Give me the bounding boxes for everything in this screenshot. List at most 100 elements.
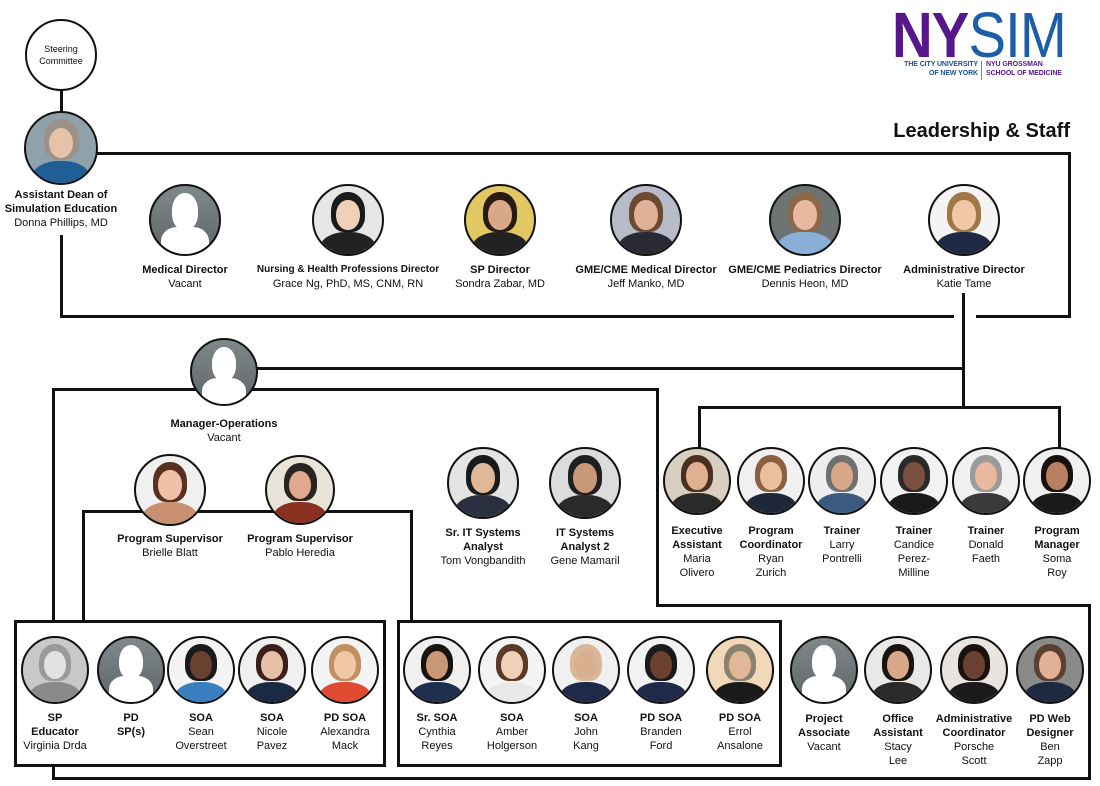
person-name: Errol Ansalone [717,726,763,752]
avatar-photo [552,636,620,704]
shoulders-shape [634,681,688,702]
role-title: SP Director [470,264,530,276]
shoulders-shape [815,492,869,513]
avatar-photo [808,447,876,515]
shoulders-shape [32,160,90,183]
shoulders-shape [947,681,1001,702]
role-title: SP Educator [31,712,79,738]
face-shape [760,462,782,490]
logo-ny: NY [892,0,969,71]
role-title: Program Supervisor [247,533,353,545]
face-shape [336,200,360,230]
face-shape [1046,462,1068,490]
connector-operations-link [256,367,965,370]
shoulders-shape [936,232,992,254]
face-shape [49,127,73,158]
person-name: Candice Perez- Milline [893,539,935,579]
node-pd-sps: PD SP(s) [97,636,165,738]
avatar-photo [265,455,335,525]
connector-leadership-top [97,152,1071,155]
role-title: SOA [500,712,524,724]
role-title: PD SOA [639,712,683,724]
avatar-photo [312,184,384,256]
avatar-photo [706,636,774,704]
avatar-photo [880,447,948,515]
person-name: Brielle Blatt [142,547,198,559]
avatar-photo [403,636,471,704]
avatar-photo [1023,447,1091,515]
logo-divider [981,61,982,80]
avatar-photo [134,454,206,526]
logo-sim: SIM [968,0,1066,71]
face-shape [831,462,853,490]
connector-admin-bar [698,406,1061,409]
connector-leadership-left [60,235,63,318]
logo-cuny-text: THE CITY UNIVERSITY OF NEW YORK [904,61,978,77]
nysim-logo: NYSIM THE CITY UNIVERSITY OF NEW YORK NY… [892,3,1082,88]
connector-admin-director-down [962,293,965,409]
role-title: Administrative Director [903,264,1025,276]
shoulders-shape [455,495,511,517]
logo-wordmark: NYSIM [892,3,1067,67]
face-shape [634,200,658,230]
avatar-photo [238,636,306,704]
person-name: Gene Mamaril [550,555,620,567]
avatar-photo [627,636,695,704]
shoulders-shape [557,495,613,517]
role-title: Administrative Coordinator [935,713,1013,739]
avatar-photo [21,636,89,704]
face-shape [501,651,523,679]
person-label: PD SP(s) [117,711,145,739]
role-title: Trainer [895,525,933,537]
shoulders-shape [174,681,228,702]
face-shape [793,200,817,230]
avatar-photo [464,184,536,256]
face-shape [288,470,312,500]
person-silhouette-icon [790,636,858,704]
avatar-photo [610,184,682,256]
person-name: Jeff Manko, MD [607,278,685,290]
person-name: Pablo Heredia [265,547,335,559]
face-shape [334,651,356,679]
face-shape [686,462,708,490]
person-silhouette-icon [149,184,221,256]
shoulders-shape [108,676,154,702]
person-name: Porsche Scott [953,741,995,767]
role-title: PD Web Designer [1026,713,1074,739]
person-name: Branden Ford [640,726,682,752]
person-name: Vacant [168,278,202,290]
shoulders-shape [245,681,299,702]
role-title: Assistant Dean of Simulation Education [4,189,118,215]
avatar-photo [24,111,98,185]
role-title: PD SOA [323,712,367,724]
head-shape [172,193,198,230]
role-title: GME/CME Medical Director [575,264,717,276]
avatar-photo [447,447,519,519]
connector-admin-drop-left [698,406,701,448]
